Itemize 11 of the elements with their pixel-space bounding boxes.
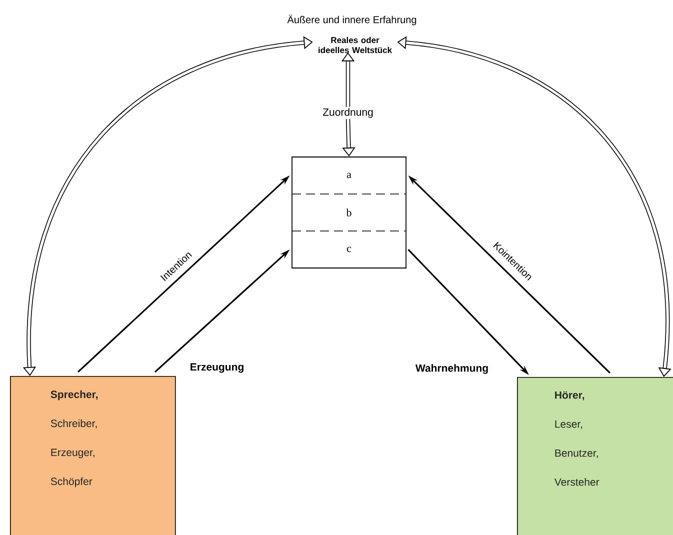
caption-text: Zuordnung	[322, 108, 373, 118]
role-box: Hörer, Leser, Benutzer, Versteher	[517, 377, 673, 535]
role-box: Sprecher, Schreiber, Erzeuger, Schöpfer	[10, 376, 176, 535]
caption-text: Reales oder ideelles Weltstück	[318, 36, 392, 54]
section-label: a	[346, 172, 352, 178]
section-label: c	[346, 246, 352, 252]
arc-caption: Äußere und innere Erfahrung	[287, 14, 416, 26]
edge-label: Erzeugung	[188, 362, 246, 374]
section-label: b	[346, 208, 352, 216]
section-box	[292, 156, 406, 268]
edge-label: Wahrnehmung	[414, 363, 490, 375]
